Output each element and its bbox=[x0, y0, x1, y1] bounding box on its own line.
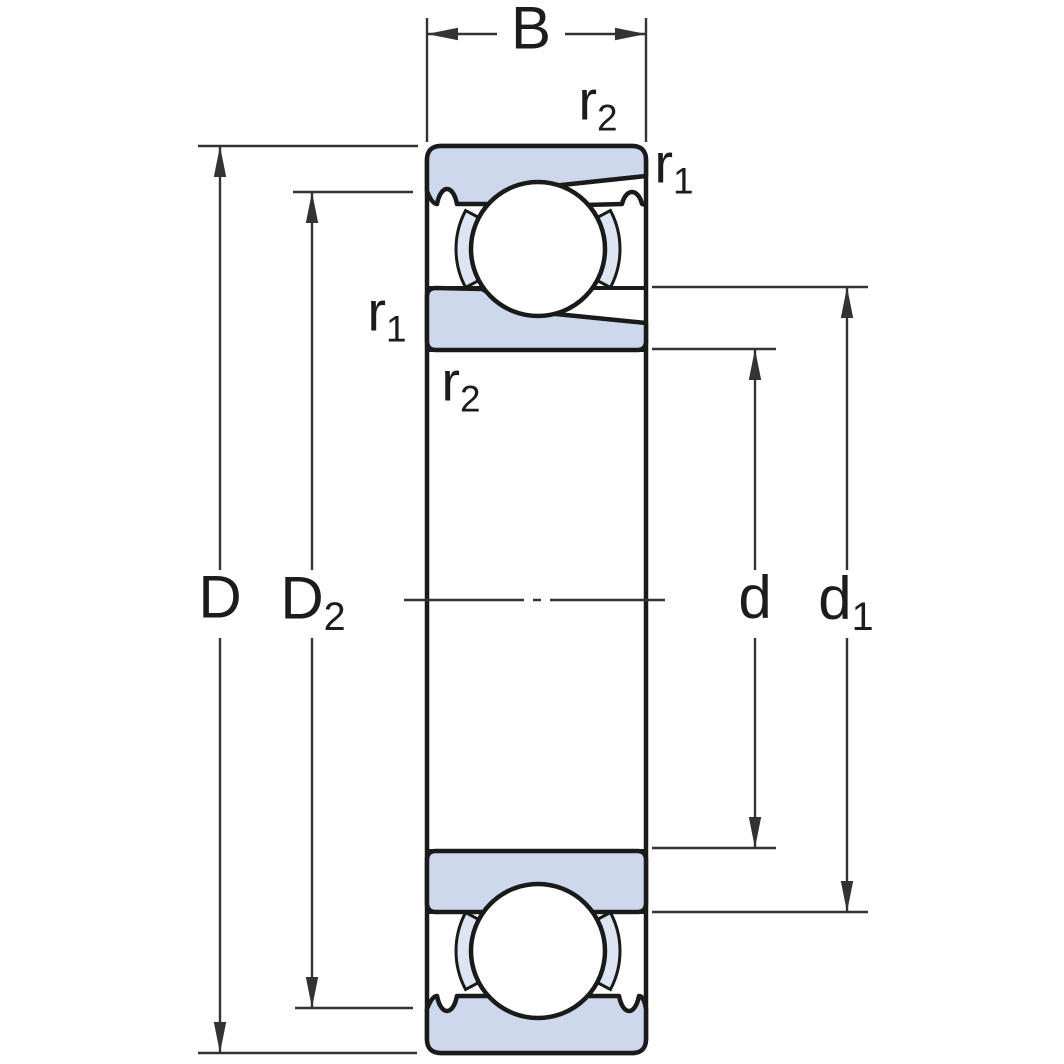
arrow-B-right bbox=[615, 27, 646, 41]
arrow-D-down bbox=[213, 1022, 227, 1053]
label-chamfer-r1-left: r1 bbox=[367, 279, 407, 350]
label-bore-diameter-d: d bbox=[738, 563, 772, 631]
extension-lines-B bbox=[425, 18, 648, 142]
arrow-D2-up bbox=[305, 192, 319, 223]
outer-ring-groove-line-top-right bbox=[584, 189, 647, 208]
label-chamfer-r1-right: r1 bbox=[654, 131, 694, 202]
arrow-B-left bbox=[427, 27, 458, 41]
label-shoulder-diameter-d1: d1 bbox=[818, 564, 874, 640]
ball-top bbox=[468, 179, 608, 319]
dimension-arrowheads bbox=[213, 27, 854, 1053]
arrow-D-up bbox=[213, 146, 227, 177]
arrow-D2-down bbox=[305, 977, 319, 1008]
arrow-d1-down bbox=[840, 881, 854, 912]
ball-bottom bbox=[468, 881, 608, 1021]
label-recess-diameter-D2: D2 bbox=[280, 564, 346, 640]
extension-lines-D bbox=[198, 144, 418, 1055]
extension-lines-d1 bbox=[652, 285, 868, 914]
label-outside-diameter-D: D bbox=[198, 563, 242, 631]
outer-ring-bottom-section bbox=[424, 993, 649, 1056]
arrow-d1-up bbox=[840, 287, 854, 318]
label-chamfer-r2-left: r2 bbox=[441, 349, 481, 420]
label-chamfer-r2-top: r2 bbox=[578, 68, 618, 139]
label-width-B: B bbox=[510, 0, 552, 62]
arrow-d-down bbox=[748, 817, 762, 848]
arrow-d-up bbox=[748, 349, 762, 380]
